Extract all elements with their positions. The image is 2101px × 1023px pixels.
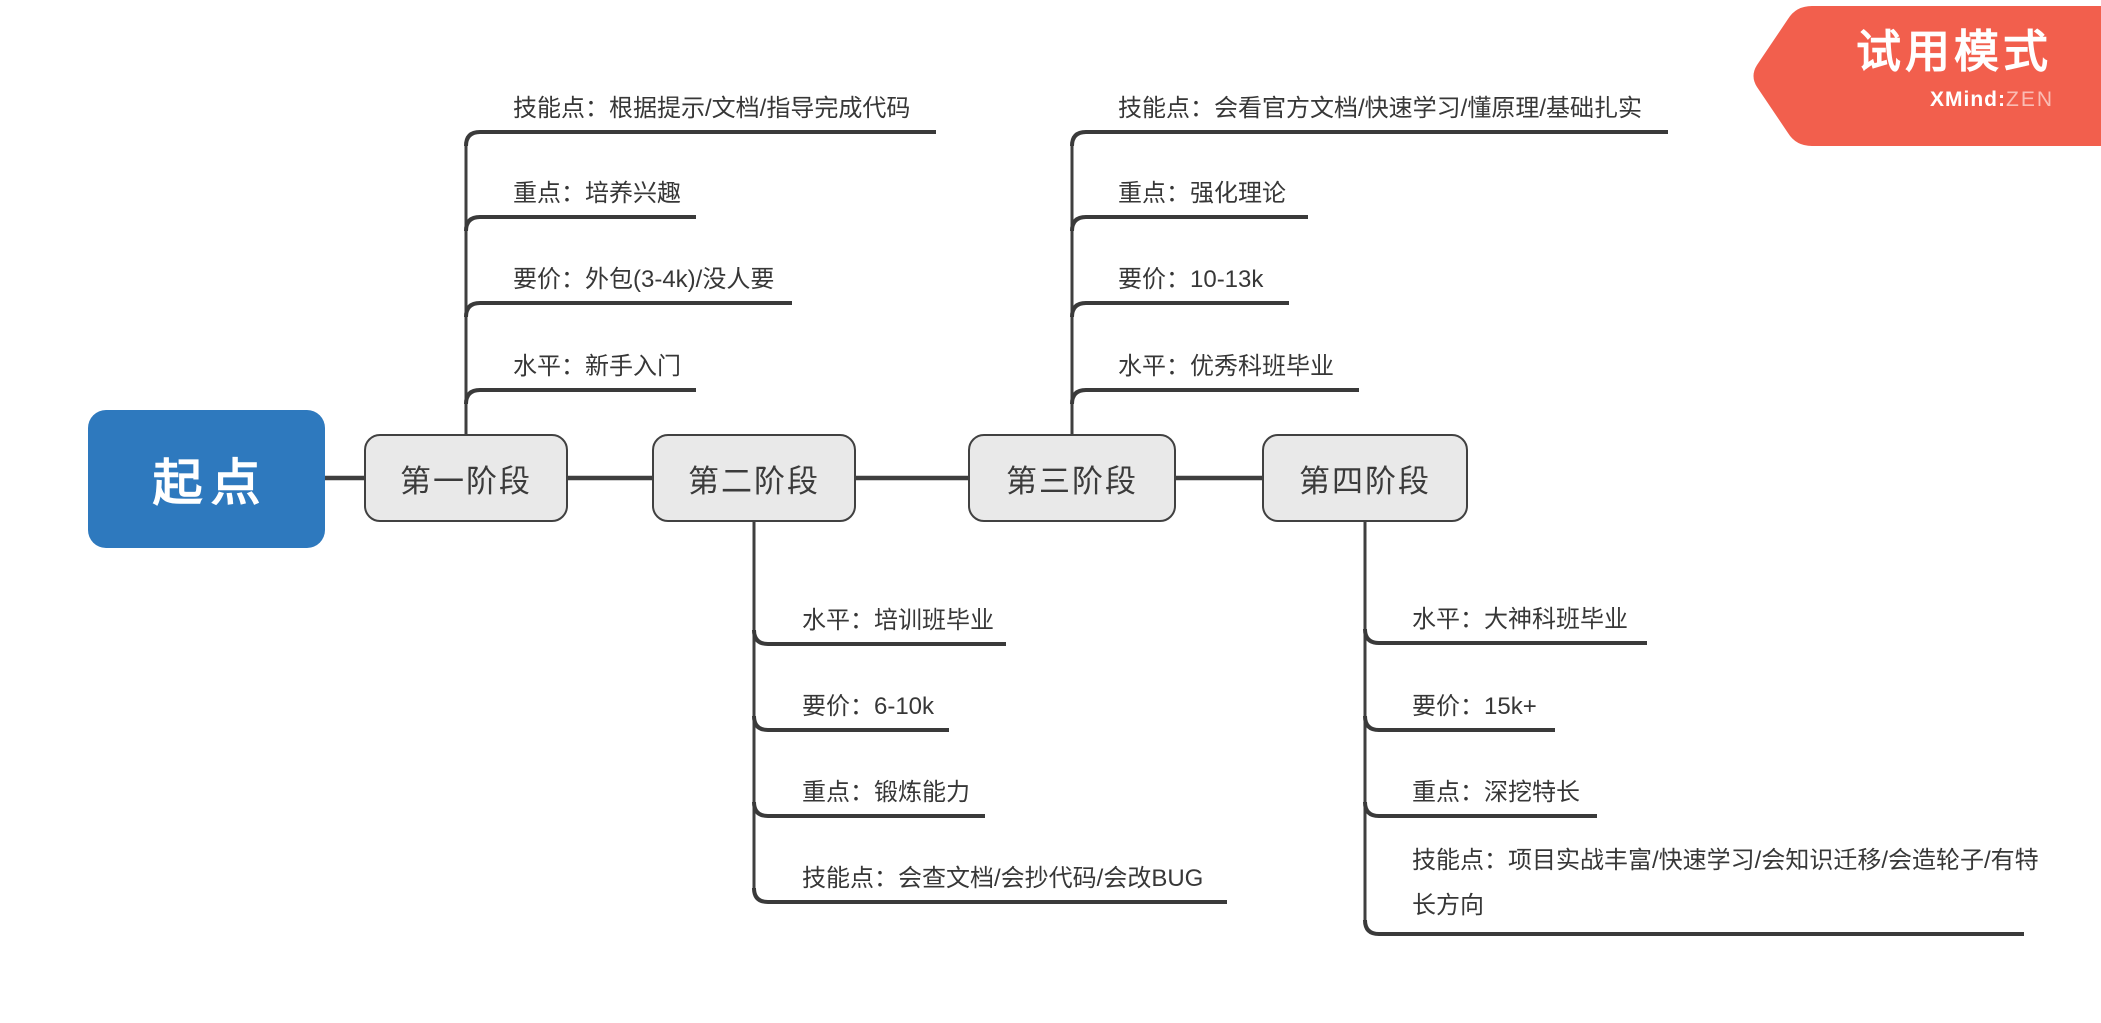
stage1-topic-label: 第一阶段 xyxy=(400,463,532,499)
stage1-branch-line xyxy=(464,301,792,318)
branch-topic-focus-s4[interactable]: 重点：深挖特长 xyxy=(1412,779,1580,806)
branch-topic-price-s3[interactable]: 要价：10-13k xyxy=(1118,266,1264,293)
stage4-branch-line xyxy=(1363,801,1597,818)
branch-topic-focus-s2[interactable]: 重点：锻炼能力 xyxy=(802,779,970,806)
branch-topic-skillpoints-s4[interactable]: 技能点：项目实战丰富/快速学习/会知识迁移/会造轮子/有特长方向 xyxy=(1412,847,2039,919)
stage1-branch-line xyxy=(464,215,696,232)
stage4-topic[interactable]: 第四阶段 xyxy=(1262,434,1468,522)
branch-topic-level-s1[interactable]: 水平：新手入门 xyxy=(513,353,681,380)
stage1-branch-line xyxy=(464,130,936,147)
stage2-branch-line xyxy=(752,887,1227,904)
stage2-branch-line xyxy=(752,629,1006,646)
stage2-topic-label: 第二阶段 xyxy=(688,463,820,499)
stage3-topic[interactable]: 第三阶段 xyxy=(968,434,1176,522)
stage3-branch-line xyxy=(1070,130,1668,147)
branch-topic-skillpoints-s3[interactable]: 技能点：会看官方文档/快速学习/懂原理/基础扎实 xyxy=(1118,95,1643,122)
stage3-branch-line xyxy=(1070,388,1359,405)
branch-topic-level-s3[interactable]: 水平：优秀科班毕业 xyxy=(1118,353,1334,380)
branch-topic-level-s4[interactable]: 水平：大神科班毕业 xyxy=(1412,606,1628,633)
stage3-topic-label: 第三阶段 xyxy=(1006,463,1138,499)
branch-topic-price-s1[interactable]: 要价：外包(3-4k)/没人要 xyxy=(513,266,775,293)
stage1-topic[interactable]: 第一阶段 xyxy=(364,434,568,522)
stage4-branch-line xyxy=(1363,628,1647,645)
branch-topic-focus-s1[interactable]: 重点：培养兴趣 xyxy=(513,180,681,207)
stage4-branch-line xyxy=(1363,919,2024,936)
root-topic-label: 起点 xyxy=(152,455,269,511)
brand-name: XMind xyxy=(1930,88,1998,111)
stage4-topic-label: 第四阶段 xyxy=(1299,463,1431,499)
stage3-branch-line xyxy=(1070,301,1289,318)
brand-separator: : xyxy=(1998,88,2006,111)
stage1-branch-line xyxy=(464,388,696,405)
branch-topic-skillpoints-s1[interactable]: 技能点：根据提示/文档/指导完成代码 xyxy=(513,95,911,122)
stage4-branch-line xyxy=(1363,715,1555,732)
branch-topic-price-s4[interactable]: 要价：15k+ xyxy=(1412,693,1537,720)
root-topic[interactable]: 起点 xyxy=(88,410,325,548)
brand-suffix: ZEN xyxy=(2006,88,2054,111)
branch-topic-level-s2[interactable]: 水平：培训班毕业 xyxy=(802,607,994,634)
branch-topic-price-s2[interactable]: 要价：6-10k xyxy=(802,693,935,720)
stage2-branch-line xyxy=(752,801,985,818)
branch-topic-skillpoints-s2[interactable]: 技能点：会查文档/会抄代码/会改BUG xyxy=(802,865,1204,892)
stage2-branch-line xyxy=(752,715,949,732)
stage2-topic[interactable]: 第二阶段 xyxy=(652,434,856,522)
trial-mode-label: 试用模式 xyxy=(1855,26,2052,77)
xmind-zen-logo: XMind:ZEN xyxy=(1930,88,2054,112)
branch-topic-focus-s3[interactable]: 重点：强化理论 xyxy=(1118,180,1286,207)
stage3-branch-line xyxy=(1070,215,1308,232)
